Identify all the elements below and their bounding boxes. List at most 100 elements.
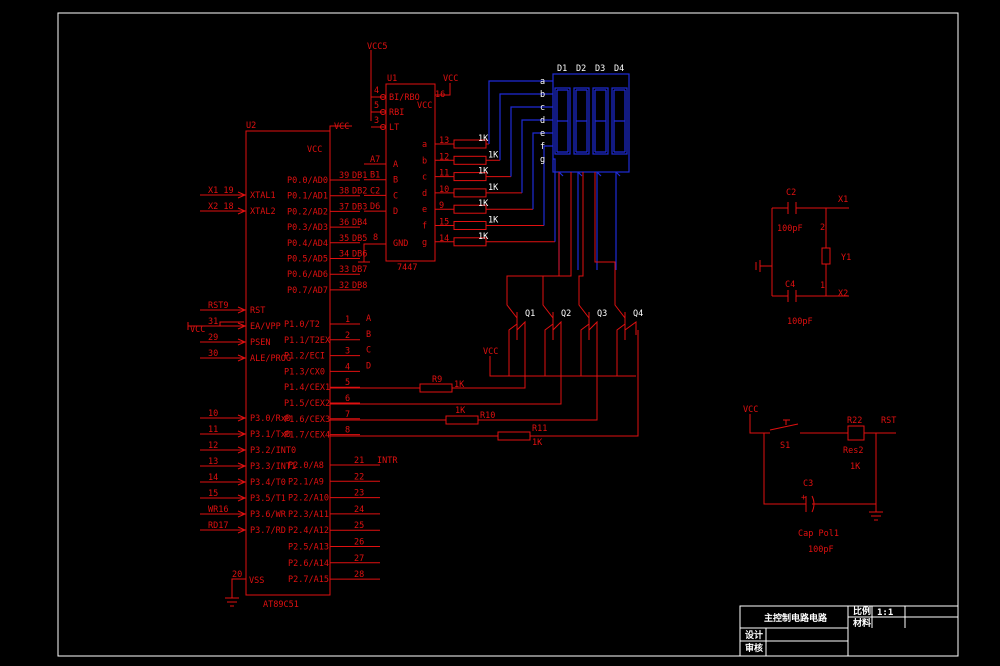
p1-pin-num: 2 [345, 331, 350, 341]
decoder-output-num: 15 [439, 218, 449, 228]
decoder-input-net: B1 [370, 171, 380, 181]
p0-pin-num: 36 [339, 218, 349, 228]
decoder-top-pin-name: LT [389, 123, 399, 133]
reset-switch [769, 419, 799, 431]
r9-ref: R9 [432, 375, 442, 385]
decoder-pin-bubble [380, 124, 386, 130]
p2-pin-name: P2.5/A13 [288, 543, 329, 553]
decoder-input-name: C [393, 191, 398, 201]
mcu-left-pin-name: P3.6/WR [250, 510, 287, 520]
reset-vcc: VCC [743, 405, 758, 415]
segment-bus-line [510, 106, 553, 177]
p1-pin-num: 3 [345, 347, 350, 357]
p1-pin-num: 8 [345, 426, 350, 436]
collector-line [594, 172, 626, 319]
decoder-output-name: a [422, 140, 427, 150]
ea-vcc-label: VCC [190, 325, 205, 335]
mcu-left-pin-name: P3.4/T0 [250, 478, 286, 488]
segment-resistor-value: 1K [478, 167, 489, 177]
decoder-output-num: 14 [439, 234, 449, 244]
display-common-line [577, 171, 583, 270]
c3-value: 100pF [808, 545, 834, 555]
transistor-body [508, 312, 518, 376]
decoder-output-num: 11 [439, 169, 449, 179]
mcu-left-pin-arrow [237, 191, 247, 199]
p2-pin-num: 27 [354, 554, 364, 564]
p0-pin-net: DB4 [352, 218, 367, 228]
review-label: 审核 [745, 642, 763, 654]
transistor-body [544, 312, 554, 376]
mcu-left-pin-name: PSEN [250, 338, 270, 348]
decoder-output-name: b [422, 156, 427, 166]
p1-pin-name: P1.0/T2 [284, 320, 320, 330]
p0-pin-net: DB1 [352, 171, 367, 181]
display-segment-label: d [540, 116, 545, 126]
segment-resistor-value: 1K [488, 183, 499, 193]
decoder-vcc-pin: VCC [417, 101, 432, 111]
p0-pin-num: 34 [339, 250, 349, 260]
material-label: 材料 [852, 617, 871, 629]
mcu-part: AT89C51 [263, 600, 299, 610]
mcu-left-pin-num: 15 [208, 489, 218, 499]
transistor-label: Q1 [525, 309, 535, 319]
p2-pin-name: P2.4/A12 [288, 526, 329, 536]
mcu-left-pin-num: 31 [208, 317, 218, 327]
p0-pin-net: DB5 [352, 234, 367, 244]
transistor-label: Q4 [633, 309, 643, 319]
p1-pin-name: P1.4/CEX1 [284, 383, 330, 393]
c2-ref: C2 [786, 188, 796, 198]
decoder-top-pin-num: 5 [374, 101, 379, 111]
p2-pin-name: P2.7/A15 [288, 575, 329, 585]
p0-pin-num: 37 [339, 202, 349, 212]
p0-pin-net: DB6 [352, 250, 367, 260]
mcu-left-pin-arrow [237, 430, 247, 438]
p0-pin-name: P0.1/AD1 [287, 192, 328, 202]
p2-pin-num: 21 [354, 456, 364, 466]
reset-cap-c3 [805, 495, 815, 513]
p0-pin-name: P0.3/AD3 [287, 223, 328, 233]
p0-pin-net: DB2 [352, 187, 367, 197]
segment-bus-line [543, 145, 553, 226]
design-label: 设计 [745, 629, 763, 641]
p2-pin-num: 22 [354, 472, 364, 482]
decoder-input-net: A7 [370, 155, 380, 165]
display-digit-label: D1 [557, 64, 567, 74]
display-digit-frame [573, 87, 590, 155]
reset-switch-ref: S1 [780, 441, 790, 451]
c3-ref: C3 [803, 479, 813, 489]
mcu-left-pin-arrow [237, 446, 247, 454]
p0-pin-name: P0.4/AD4 [287, 239, 328, 249]
p2-pin-name: P2.2/A10 [288, 494, 329, 504]
crystal-pin1: 1 [820, 281, 825, 291]
segment-resistor-value: 1K [478, 134, 489, 144]
p0-pin-name: P0.0/AD0 [287, 176, 328, 186]
mcu-ref: U2 [246, 121, 256, 131]
vss-pin-num: 20 [232, 570, 242, 580]
decoder-output-name: e [422, 205, 427, 215]
decoder-output-num: 9 [439, 201, 444, 211]
transistor-body [616, 312, 626, 376]
decoder-ref: U1 [387, 74, 397, 84]
title-block: 主控制电路电路 比例 1:1 材料 设计 审核 [739, 605, 959, 657]
p0-pin-net: DB8 [352, 281, 367, 291]
decoder-top-pin-num: 4 [374, 86, 379, 96]
r10-resistor [445, 415, 479, 425]
segment-resistor-value: 1K [488, 216, 499, 226]
decoder-body [385, 83, 436, 262]
r10-value: 1K [455, 406, 466, 416]
crystal-pin2: 2 [820, 223, 825, 233]
decoder-input-name: A [393, 160, 398, 170]
display-segment-label: f [540, 142, 545, 152]
decoder-output-name: c [422, 173, 427, 183]
display-digit-segments [556, 89, 569, 153]
crystal-y-ref: Y1 [841, 253, 851, 263]
r22-value: 1K [850, 462, 861, 472]
p2-pin-name: P2.0/A8 [288, 461, 324, 471]
transistor-base [516, 320, 526, 335]
c2-value: 100pF [777, 224, 803, 234]
mcu-left-pin-num: X1 19 [208, 186, 234, 196]
mcu-left-pin-arrow [237, 494, 247, 502]
